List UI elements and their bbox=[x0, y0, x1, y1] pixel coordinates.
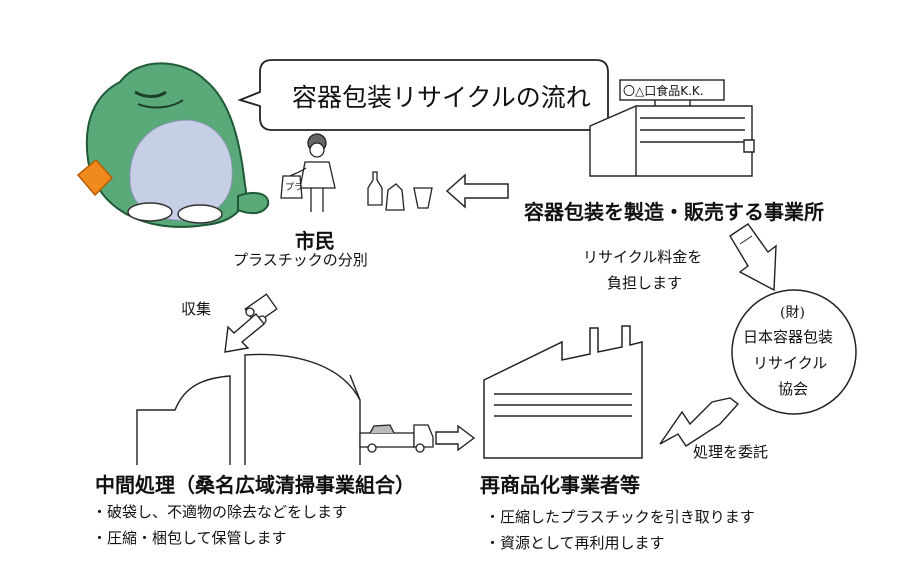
manufacturer-building bbox=[589, 79, 755, 177]
arrow-fee bbox=[729, 223, 777, 292]
mascot-character bbox=[76, 62, 270, 228]
citizen-figure bbox=[280, 133, 336, 212]
manufacturer-label: 容器包装を製造・販売する事業所 bbox=[524, 200, 824, 224]
recycle-fee-line2: 負担します bbox=[607, 274, 683, 292]
association-circle bbox=[731, 289, 857, 415]
association-name-4: 協会 bbox=[778, 380, 809, 398]
intermediate-item-2: ・圧縮・梱包して保管します bbox=[92, 529, 287, 547]
collection-label: 収集 bbox=[181, 300, 212, 318]
recycle-fee-line1: リサイクル料金を bbox=[583, 248, 703, 266]
recycler-item-2: ・資源として再利用します bbox=[485, 534, 665, 552]
association-name-1: (財) bbox=[780, 305, 805, 321]
recycler-item-1: ・圧縮したプラスチックを引き取ります bbox=[485, 508, 755, 526]
arrow-collection bbox=[224, 312, 265, 353]
consign-label: 処理を委託 bbox=[693, 443, 769, 461]
recycler-factory bbox=[483, 325, 643, 459]
association-name-2: 日本容器包装 bbox=[743, 328, 834, 346]
citizen-label: 市民 bbox=[295, 229, 335, 253]
intermediate-item-1: ・破袋し、不適物の除去などをします bbox=[92, 503, 348, 521]
association-name-3: リサイクル bbox=[753, 354, 828, 372]
diagram-title: 容器包装リサイクルの流れ bbox=[292, 83, 591, 112]
recycler-label: 再商品化事業者等 bbox=[480, 473, 640, 497]
intermediate-facility bbox=[136, 353, 361, 465]
arrow-to-citizen bbox=[445, 173, 509, 209]
company-sign: 〇△口食品K.K. bbox=[623, 84, 704, 98]
bag-label: プラ bbox=[285, 183, 304, 193]
bottle-icons bbox=[367, 171, 433, 211]
arrow-consign bbox=[659, 397, 740, 447]
speech-bubble bbox=[237, 59, 609, 131]
arrow-to-recycler bbox=[435, 424, 476, 452]
delivery-truck-icon bbox=[359, 424, 434, 453]
intermediate-label: 中間処理（桑名広域清掃事業組合） bbox=[95, 473, 415, 497]
citizen-desc: プラスチックの分別 bbox=[233, 251, 368, 269]
